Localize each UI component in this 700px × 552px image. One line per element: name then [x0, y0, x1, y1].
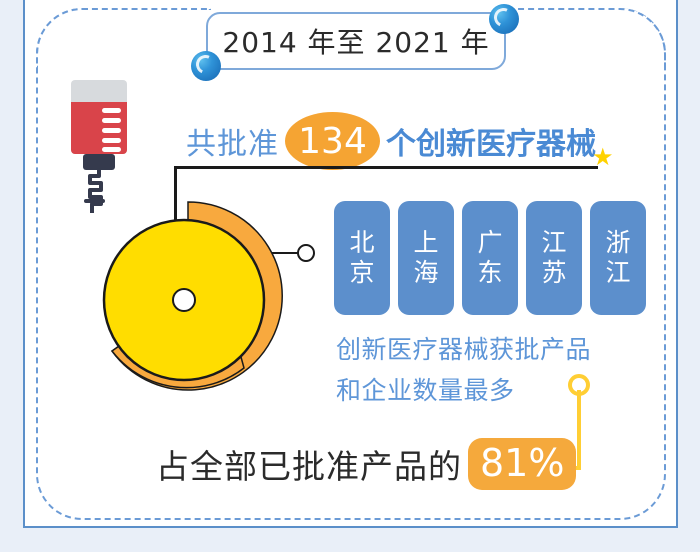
headline-prefix: 共批准 — [186, 127, 279, 162]
province-list: 北 京 上 海 广 东 江 苏 浙 江 — [334, 201, 646, 315]
subtext-block: 创新医疗器械获批产品 和企业数量最多 — [336, 330, 591, 411]
percentage-badge: 81% — [468, 438, 577, 490]
page-title: 2014 年至 2021 年 — [222, 26, 490, 59]
connector-vertical — [174, 166, 177, 270]
yellow-connector-vertical — [577, 390, 581, 470]
approved-count-badge: 134 — [285, 112, 380, 170]
iv-blood-bag-icon — [57, 78, 147, 215]
pointer-dot — [297, 244, 315, 262]
province-char-1: 北 — [349, 227, 375, 257]
subtext-line-1: 创新医疗器械获批产品 — [336, 335, 592, 364]
title-box: 2014 年至 2021 年 — [206, 12, 506, 70]
decor-sphere-bottom-left — [191, 51, 221, 81]
dashed-border-top-right — [508, 8, 666, 68]
bottom-statement: 占全部已批准产品的 81% — [156, 438, 577, 490]
pill-donut-chart-icon — [88, 196, 288, 396]
bottom-statement-text: 占全部已批准产品的 — [156, 447, 462, 486]
dashed-border-decoration — [36, 8, 666, 520]
pointer-line — [250, 252, 302, 254]
province-char-2: 苏 — [541, 258, 567, 287]
province-zhejiang[interactable]: 浙 江 — [590, 201, 646, 315]
province-jiangsu[interactable]: 江 苏 — [526, 201, 582, 315]
star-icon: ★ — [592, 144, 614, 171]
province-char-2: 东 — [477, 258, 503, 287]
province-char-2: 海 — [413, 258, 439, 287]
province-char-1: 广 — [477, 227, 503, 257]
headline: 共批准 134 个创新医疗器械 — [186, 112, 596, 170]
province-guangdong[interactable]: 广 东 — [462, 201, 518, 315]
connector-horizontal — [174, 166, 598, 169]
province-char-1: 浙 — [605, 227, 631, 257]
decor-sphere-top-right — [489, 4, 519, 34]
province-char-2: 京 — [349, 258, 375, 287]
province-char-1: 江 — [541, 227, 567, 257]
subtext-line-2: 和企业数量最多 — [336, 375, 515, 405]
province-shanghai[interactable]: 上 海 — [398, 201, 454, 315]
dashed-border-top-left — [36, 8, 211, 68]
province-char-1: 上 — [413, 227, 439, 257]
province-char-2: 江 — [605, 258, 631, 287]
headline-suffix: 个创新医疗器械 — [386, 127, 596, 162]
province-beijing[interactable]: 北 京 — [334, 201, 390, 315]
